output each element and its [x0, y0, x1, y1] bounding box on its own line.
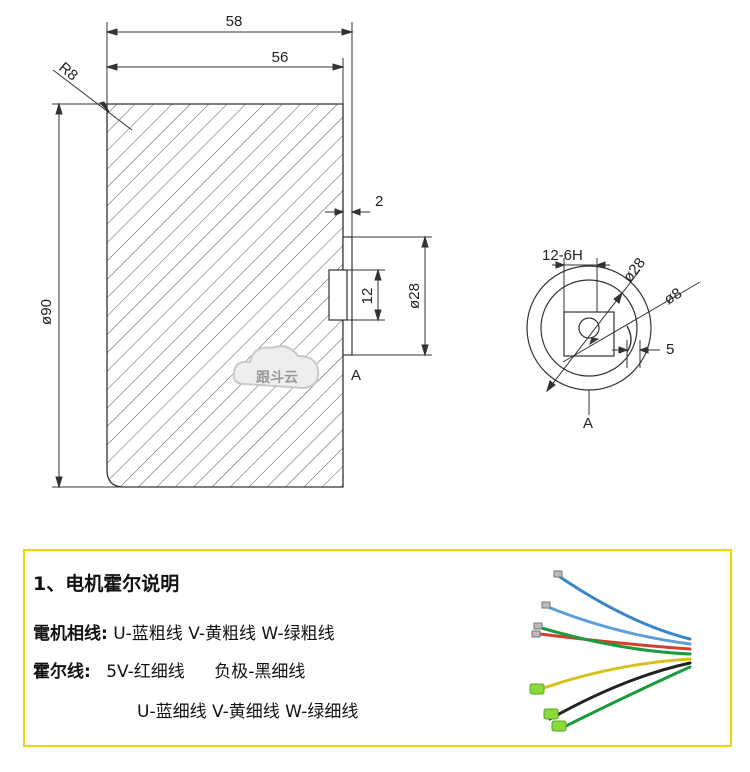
hall-info-panel: 1、电机霍尔说明 電机相线: U-蓝粗线 V-黄粗线 W-绿粗线 霍尔线: 5V… — [23, 549, 732, 747]
dim-diameter-body — [52, 102, 124, 489]
motor-body — [106, 103, 344, 488]
dim-hole-diameter-leader — [562, 281, 701, 363]
wire-blue-1 — [558, 575, 692, 641]
dim-r8-label: R8 — [55, 59, 81, 84]
wire-bundle-image — [529, 570, 692, 732]
watermark-text: 跟斗云 — [256, 370, 298, 386]
wire-blue-2 — [546, 605, 692, 646]
phase-wire-values: U-蓝粗线 V-黄粗线 W-绿粗线 — [113, 624, 335, 644]
terminal-3 — [533, 622, 543, 630]
hall-wire-ground: 负极-黑细线 — [214, 662, 306, 682]
connector-2 — [543, 708, 559, 720]
section-mark-side: A — [351, 367, 361, 384]
phase-wire-label: 電机相线: — [33, 624, 108, 644]
section-mark-end: A — [583, 415, 593, 432]
dim-width-body — [105, 58, 345, 104]
dim-shaft-step — [325, 200, 370, 237]
dim-phi90-label: ø90 — [38, 299, 55, 325]
dim-phi28-side-label: ø28 — [406, 283, 423, 309]
hall-wire-label: 霍尔线: — [33, 662, 91, 682]
wire-green-2 — [558, 665, 692, 731]
dim-5-label: 5 — [666, 341, 674, 358]
hall-wire-row: 霍尔线: 5V-红细线 负极-黑细线 — [33, 657, 305, 682]
wire-black — [548, 661, 692, 721]
hall-wire-power: 5V-红细线 — [106, 662, 185, 682]
dim-2-label: 2 — [375, 193, 383, 210]
dim-12-6h-label: 12-6H — [542, 247, 583, 264]
hall-signal-row: U-蓝细线 V-黄细线 W-绿细线 — [137, 697, 358, 722]
wire-green — [536, 625, 692, 656]
section-heading: 1、电机霍尔说明 — [33, 573, 180, 595]
dim-56-label: 56 — [272, 49, 289, 66]
motor-technical-drawing: 58 56 R8 ø90 2 12 — [38, 13, 701, 489]
dim-phi8-label: ø8 — [661, 285, 685, 309]
watermark-logo: 跟斗云 — [232, 345, 320, 390]
terminal-2 — [541, 601, 551, 609]
wire-red — [538, 632, 692, 651]
hall-signal-values: U-蓝细线 V-黄细线 W-绿细线 — [137, 702, 359, 722]
wire-yellow — [533, 657, 692, 693]
terminal-4 — [531, 630, 541, 638]
dim-flat-width — [552, 258, 610, 312]
connector-3 — [551, 720, 567, 732]
dim-end-diameter-leader — [546, 269, 641, 393]
dim-phi28-end-label: ø28 — [620, 255, 649, 286]
terminal-1 — [553, 570, 563, 578]
dim-12-label: 12 — [359, 288, 376, 305]
end-view — [526, 265, 652, 391]
phase-wire-row: 電机相线: U-蓝粗线 V-黄粗线 W-绿粗线 — [33, 619, 335, 644]
motor-shaft — [328, 236, 353, 356]
dim-flat-height — [347, 268, 385, 322]
dim-offset — [612, 340, 660, 368]
dim-58-label: 58 — [226, 13, 243, 30]
dim-shaft-diameter — [352, 235, 432, 357]
connector-1 — [529, 683, 545, 695]
